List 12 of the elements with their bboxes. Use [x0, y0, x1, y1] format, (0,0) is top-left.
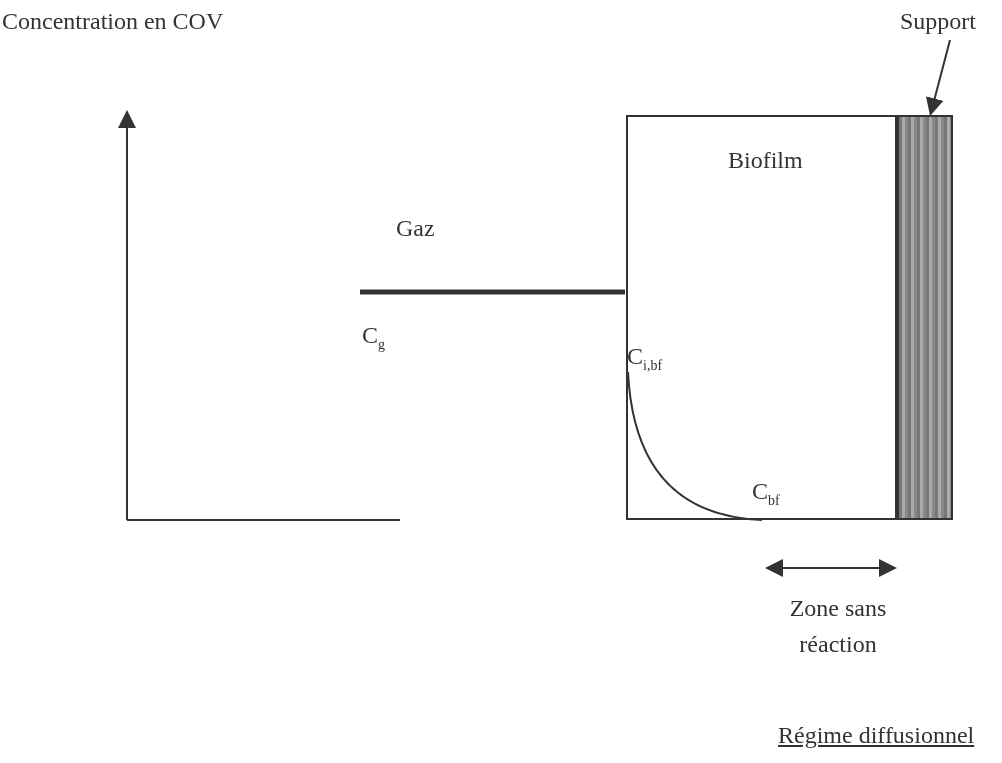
support-label: Support — [900, 8, 1000, 42]
zone-label: Zone sans réaction — [788, 594, 888, 659]
concentration-symbol: C$_{i,bf}$ — [627, 343, 663, 374]
concentration-symbol: C$_{bf}$ — [752, 478, 780, 509]
axis-title: Concentration en COV — [2, 8, 224, 35]
phase-label: Gaz — [396, 215, 435, 242]
support-bar — [897, 115, 953, 520]
concentration-symbol: C$_{g}$ — [362, 322, 385, 353]
biofilm-box — [626, 115, 897, 520]
caption: Régime diffusionnel — [778, 722, 975, 749]
layer-label: Biofilm — [728, 147, 803, 174]
leader-arrow — [925, 39, 951, 116]
